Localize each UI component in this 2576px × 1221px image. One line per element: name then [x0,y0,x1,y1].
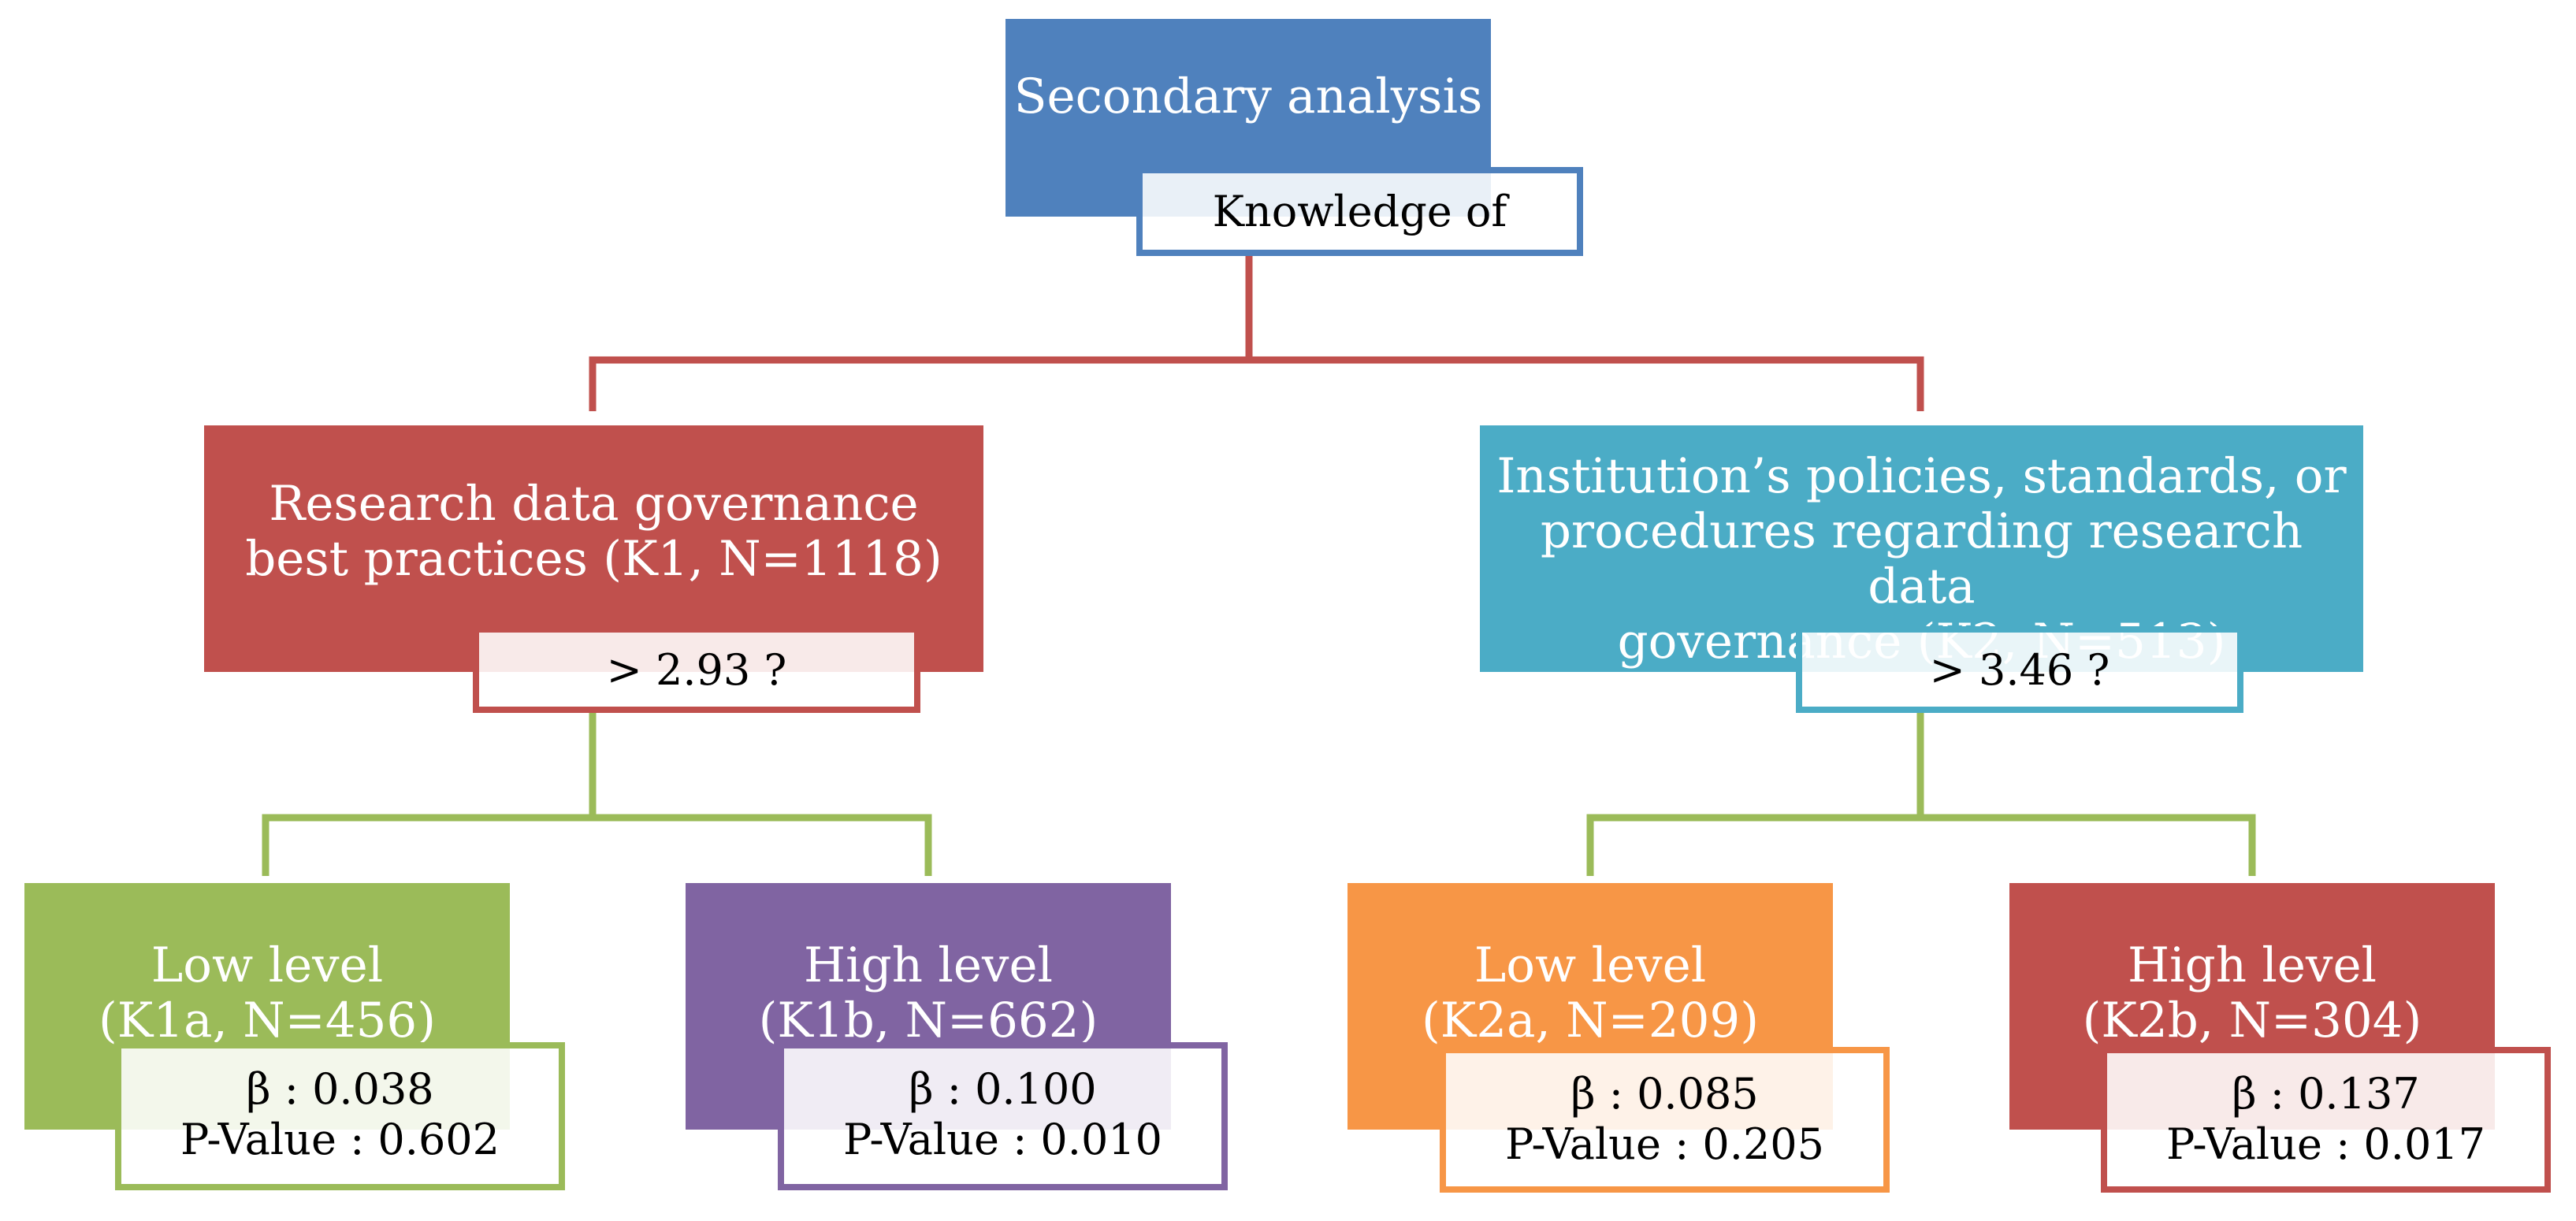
leaf-k1b-beta: β : 0.100 [909,1064,1097,1114]
leaf-k2a-beta: β : 0.085 [1571,1069,1759,1119]
leaf-k2b-stats: β : 0.137 P-Value : 0.017 [2101,1047,2551,1193]
k1-threshold: > 2.93 ? [606,644,787,695]
root-subtitle: Knowledge of [1212,187,1507,236]
leaf-k2a-title: Low level (K2a, N=209) [1421,937,1760,1048]
leaf-k1a-beta: β : 0.038 [246,1064,434,1114]
leaf-k2a-pvalue: P-Value : 0.205 [1504,1119,1825,1169]
leaf-k2b-title: High level (K2b, N=304) [2082,937,2422,1048]
connector-root [589,252,1924,411]
leaf-k1b-stats: β : 0.100 P-Value : 0.010 [778,1042,1228,1190]
k2-threshold: > 3.46 ? [1929,644,2110,695]
leaf-k1a-pvalue: P-Value : 0.602 [180,1115,500,1164]
leaf-k1a-stats: β : 0.038 P-Value : 0.602 [115,1042,565,1190]
leaf-k2b-beta: β : 0.137 [2232,1069,2420,1119]
k1-threshold-box: > 2.93 ? [473,626,920,713]
leaf-k2b-pvalue: P-Value : 0.017 [2165,1119,2486,1169]
leaf-k1a-title: Low level (K1a, N=456) [98,937,437,1048]
leaf-k1b-pvalue: P-Value : 0.010 [842,1115,1163,1164]
root-subtitle-box: Knowledge of [1136,167,1583,256]
connector-k1 [262,709,932,876]
k2-threshold-box: > 3.46 ? [1796,626,2243,713]
root-title: Secondary analysis [1013,69,1483,124]
leaf-k1b-title: High level (K1b, N=662) [758,937,1098,1048]
k2-title: Institution’s policies, standards, or pr… [1496,448,2347,670]
k1-title: Research data governance best practices … [245,476,942,587]
leaf-k2a-stats: β : 0.085 P-Value : 0.205 [1440,1047,1890,1193]
connector-k2 [1586,709,2256,876]
